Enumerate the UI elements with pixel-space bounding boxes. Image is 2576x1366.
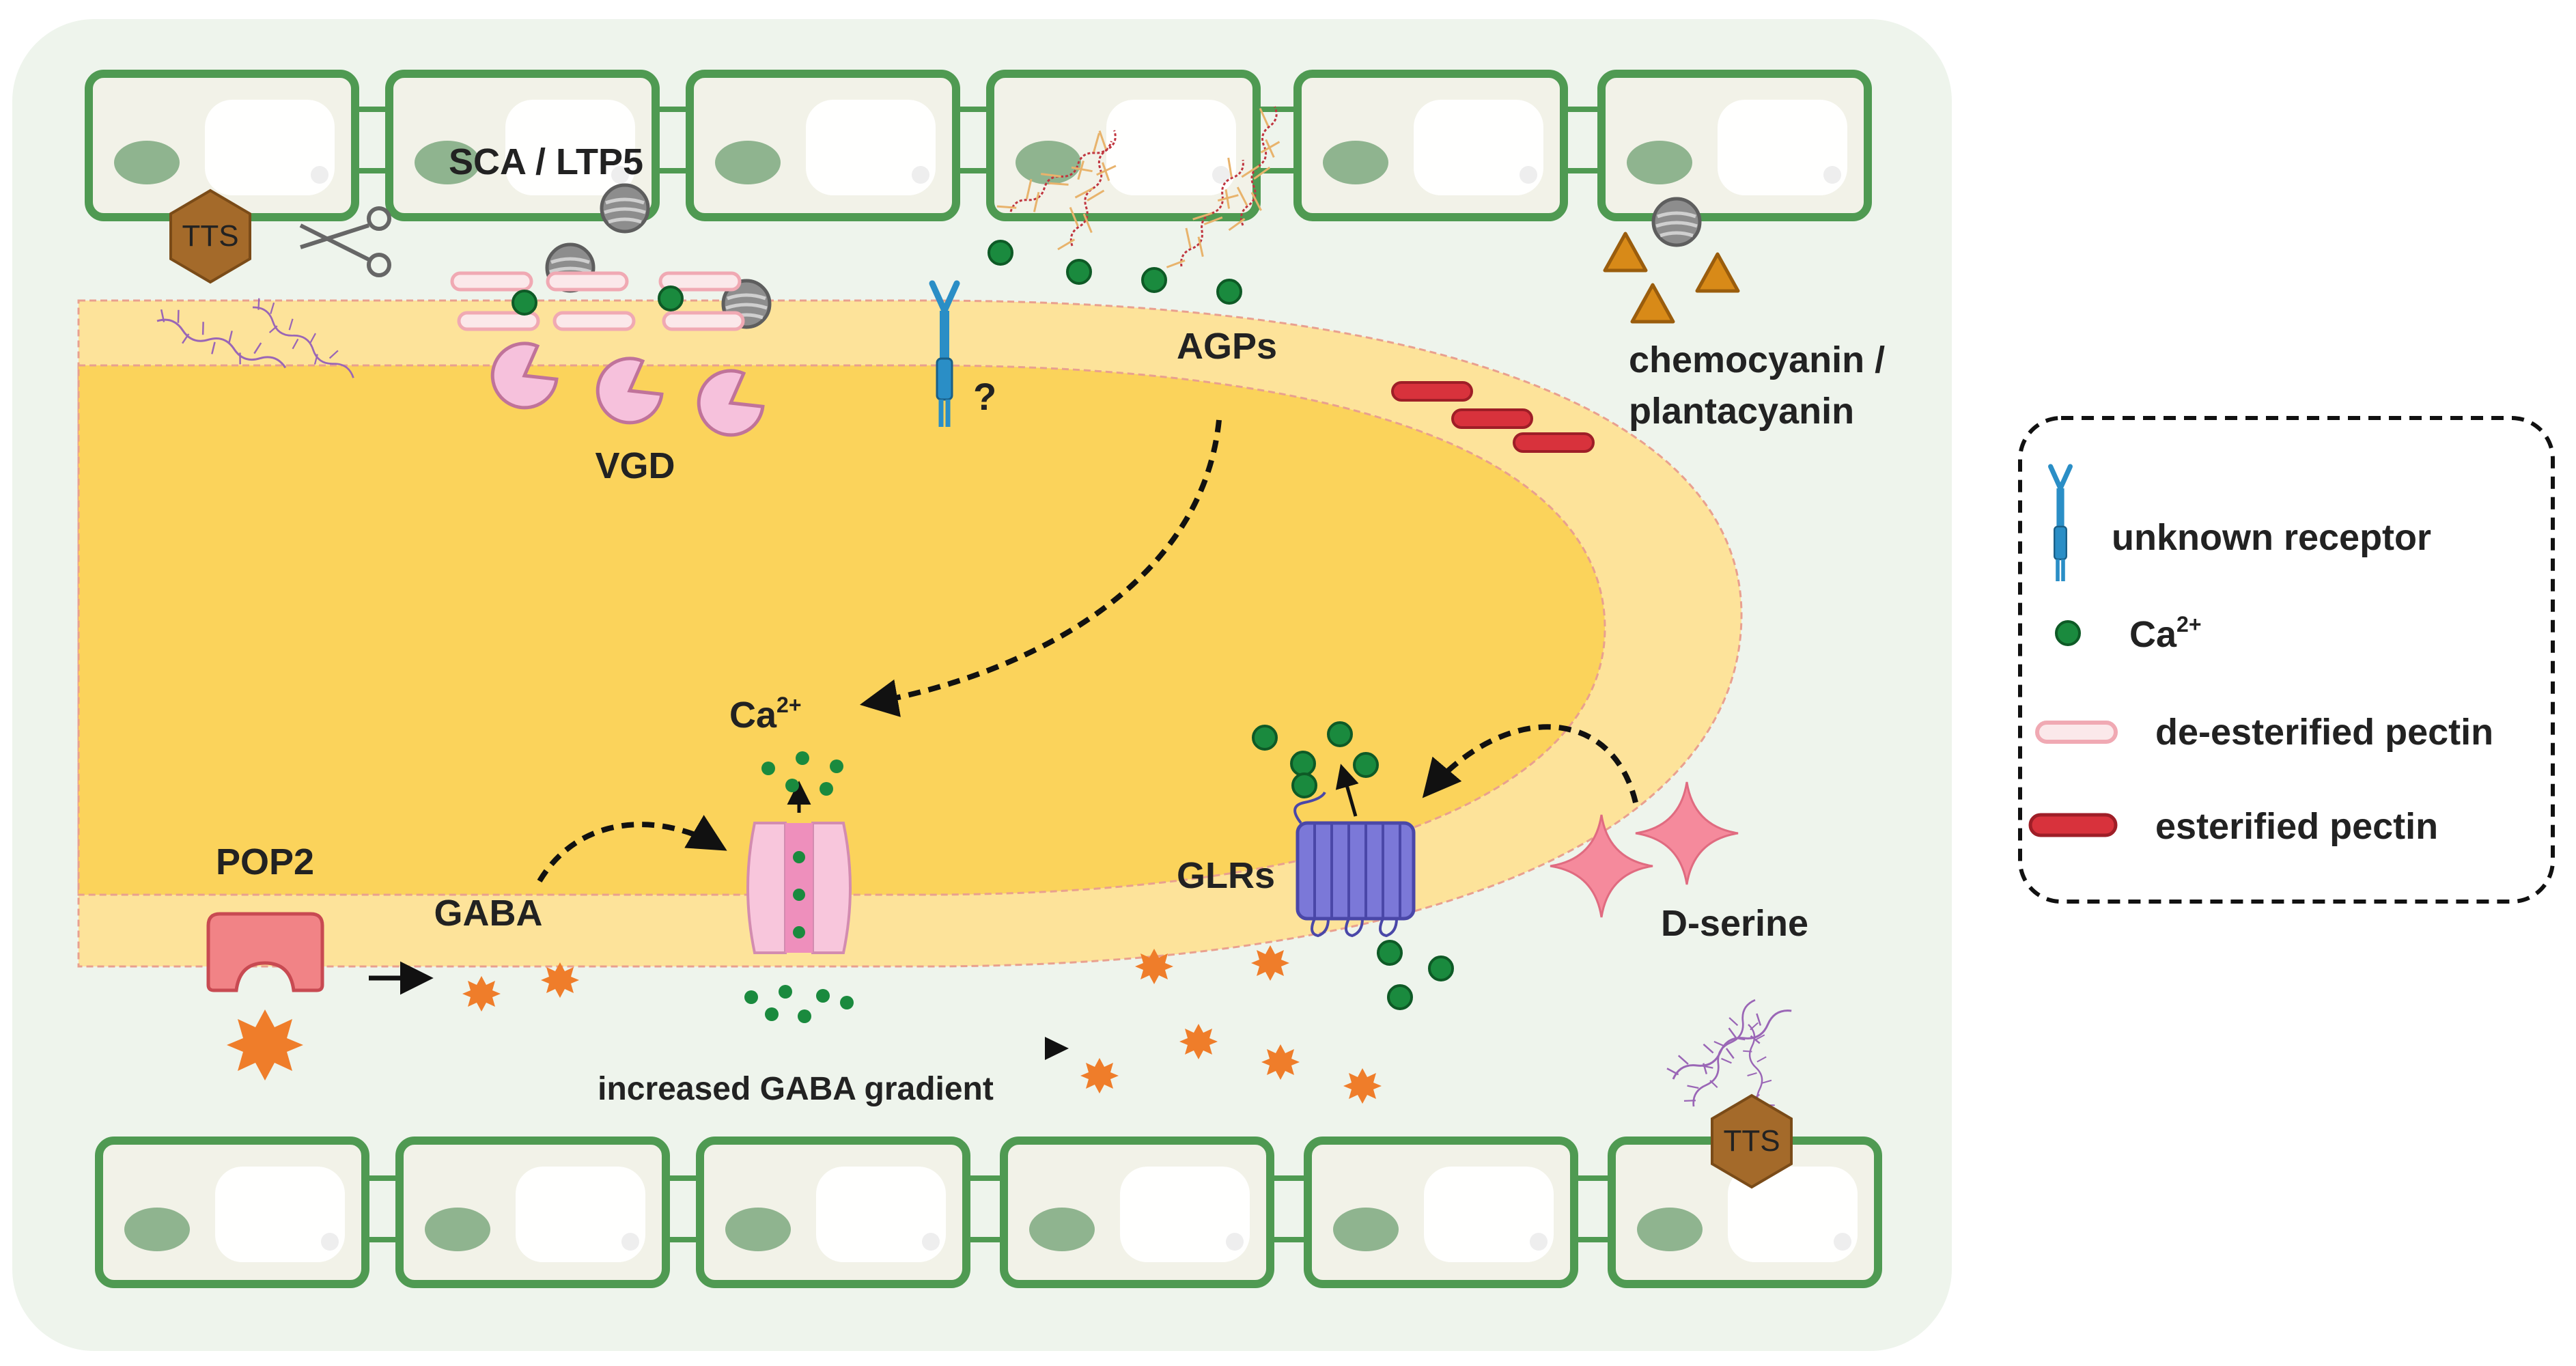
tts-hexagon-icon <box>1711 1093 1793 1189</box>
de-esterified-pectin-icon <box>548 273 627 290</box>
gaba-icon <box>541 962 579 998</box>
legend-calcium-icon <box>2055 620 2081 646</box>
gaba-icon <box>1179 1024 1218 1059</box>
chemocyanin-label-line1: chemocyanin / <box>1629 339 1885 380</box>
tts-label-top: TTS <box>182 219 238 253</box>
legend-unknown-receptor-label: unknown receptor <box>2112 517 2431 558</box>
bottom-cell-row <box>99 1141 1878 1284</box>
calcium-icon <box>1291 772 1317 798</box>
gaba-icon <box>1261 1044 1300 1080</box>
legend: unknown receptor Ca2+ de-esterified pect… <box>2018 416 2555 904</box>
calcium-icon <box>1216 279 1242 305</box>
agp-to-calcium-arrow <box>859 419 1222 717</box>
calcium-icon <box>1252 725 1278 751</box>
question-label: ? <box>973 375 996 418</box>
calcium-icon <box>1428 956 1454 981</box>
d-serine-label: D-serine <box>1661 903 1808 944</box>
scissors-icon <box>299 206 391 277</box>
esterified-pectin-icon <box>1391 381 1473 402</box>
calcium-icon <box>1141 267 1167 293</box>
calcium-icon <box>1290 751 1316 777</box>
gaba-icon <box>227 1009 303 1081</box>
pop2-enzyme-icon <box>206 912 324 992</box>
tts-label-bottom: TTS <box>1723 1124 1780 1158</box>
calcium-icon <box>1327 721 1353 747</box>
calcium-icon <box>1377 940 1403 966</box>
calcium-channel-icon <box>746 781 852 954</box>
calcium-icon <box>988 240 1013 266</box>
gaba-to-channel-arrow <box>537 815 727 883</box>
legend-de-esterified-pectin-icon <box>2035 721 2118 744</box>
pollen-tube-cytoplasm <box>77 364 1606 896</box>
glr-channel-icon <box>1293 764 1416 938</box>
chemocyanin-ball-icon <box>1653 199 1700 245</box>
sca-ltp5-label: SCA / LTP5 <box>449 141 643 182</box>
agps-label: AGPs <box>1177 326 1277 367</box>
gaba-icon <box>1343 1068 1382 1104</box>
d-serine-star-icon <box>1635 781 1739 885</box>
chemocyanin-label-line2: plantacyanin <box>1629 391 1854 432</box>
d-serine-star-icon <box>1550 814 1653 918</box>
de-esterified-pectin-icon <box>664 313 743 329</box>
gaba-icon <box>462 976 501 1012</box>
esterified-pectin-icon <box>1451 408 1533 429</box>
de-esterified-pectin-icon <box>555 313 634 329</box>
gaba-label: GABA <box>434 893 543 934</box>
legend-esterified-pectin-label: esterified pectin <box>2155 806 2438 847</box>
calcium-icon <box>1387 984 1413 1010</box>
gaba-icon <box>1135 949 1173 984</box>
sca-ball-icon <box>602 185 648 232</box>
tts-hexagon-icon <box>169 189 251 284</box>
legend-box <box>2018 416 2555 904</box>
glrs-label: GLRs <box>1177 855 1275 896</box>
calcium-icon <box>1353 752 1379 778</box>
legend-de-esterified-pectin-label: de-esterified pectin <box>2155 712 2493 753</box>
calcium-label: Ca2+ <box>729 693 802 736</box>
legend-esterified-pectin-icon <box>2028 813 2118 837</box>
vgd-label: VGD <box>595 445 675 486</box>
esterified-pectin-icon <box>1513 432 1595 453</box>
pop2-label: POP2 <box>216 841 314 882</box>
top-cell-row <box>89 74 1868 217</box>
calcium-icon <box>658 285 684 311</box>
d-serine-to-glr-arrow <box>1422 724 1638 803</box>
gaba-gradient-label: increased GABA gradient <box>598 1071 994 1107</box>
calcium-icon <box>1066 259 1092 285</box>
calcium-icon <box>512 290 537 316</box>
gaba-icon <box>1251 945 1289 981</box>
gaba-icon <box>1080 1058 1119 1093</box>
de-esterified-pectin-icon <box>452 273 531 290</box>
gaba-gradient-arrowhead <box>1045 1037 1069 1060</box>
legend-calcium-label: Ca2+ <box>2129 612 2202 655</box>
